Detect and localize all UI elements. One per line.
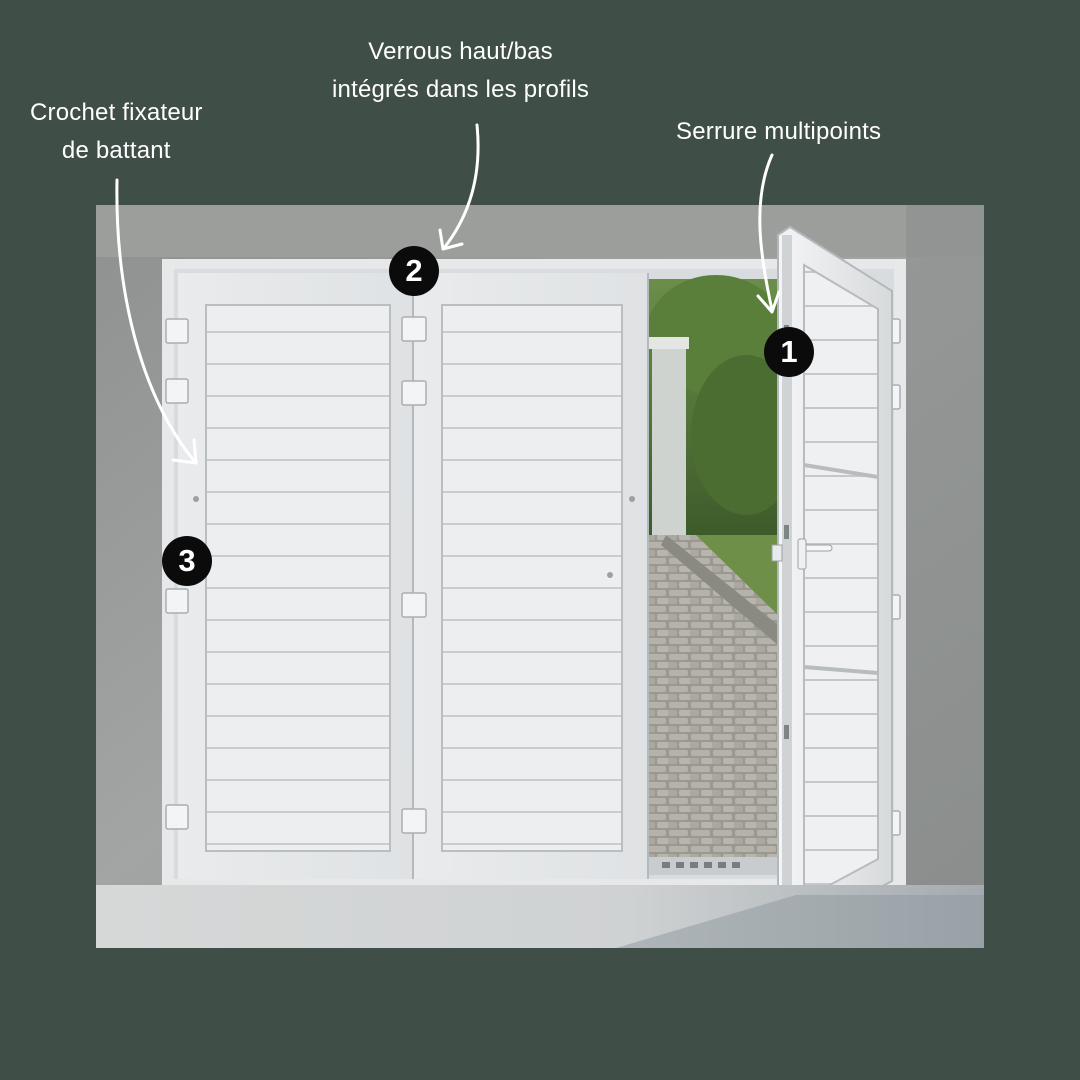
callout-label-hook-line-1: Crochet fixateur: [30, 99, 203, 126]
garage-door-photo: [96, 205, 984, 948]
callout-label-bolts-line-2: intégrés dans les profils: [332, 76, 590, 103]
callout-badge-lock: 1: [764, 327, 814, 377]
callout-label-lock: Serrure multipoints: [676, 113, 881, 151]
callout-badge-hook: 3: [162, 536, 212, 586]
callout-label-hook-line-2: de battant: [61, 137, 171, 164]
callout-label-hook: Crochet fixateur de battant: [30, 94, 203, 170]
callout-label-bolts-line-1: Verrous haut/bas: [368, 38, 553, 65]
callout-label-lock-line-1: Serrure multipoints: [676, 118, 882, 145]
callout-label-bolts: Verrous haut/bas intégrés dans les profi…: [332, 33, 589, 109]
callout-badge-bolts: 2: [389, 246, 439, 296]
